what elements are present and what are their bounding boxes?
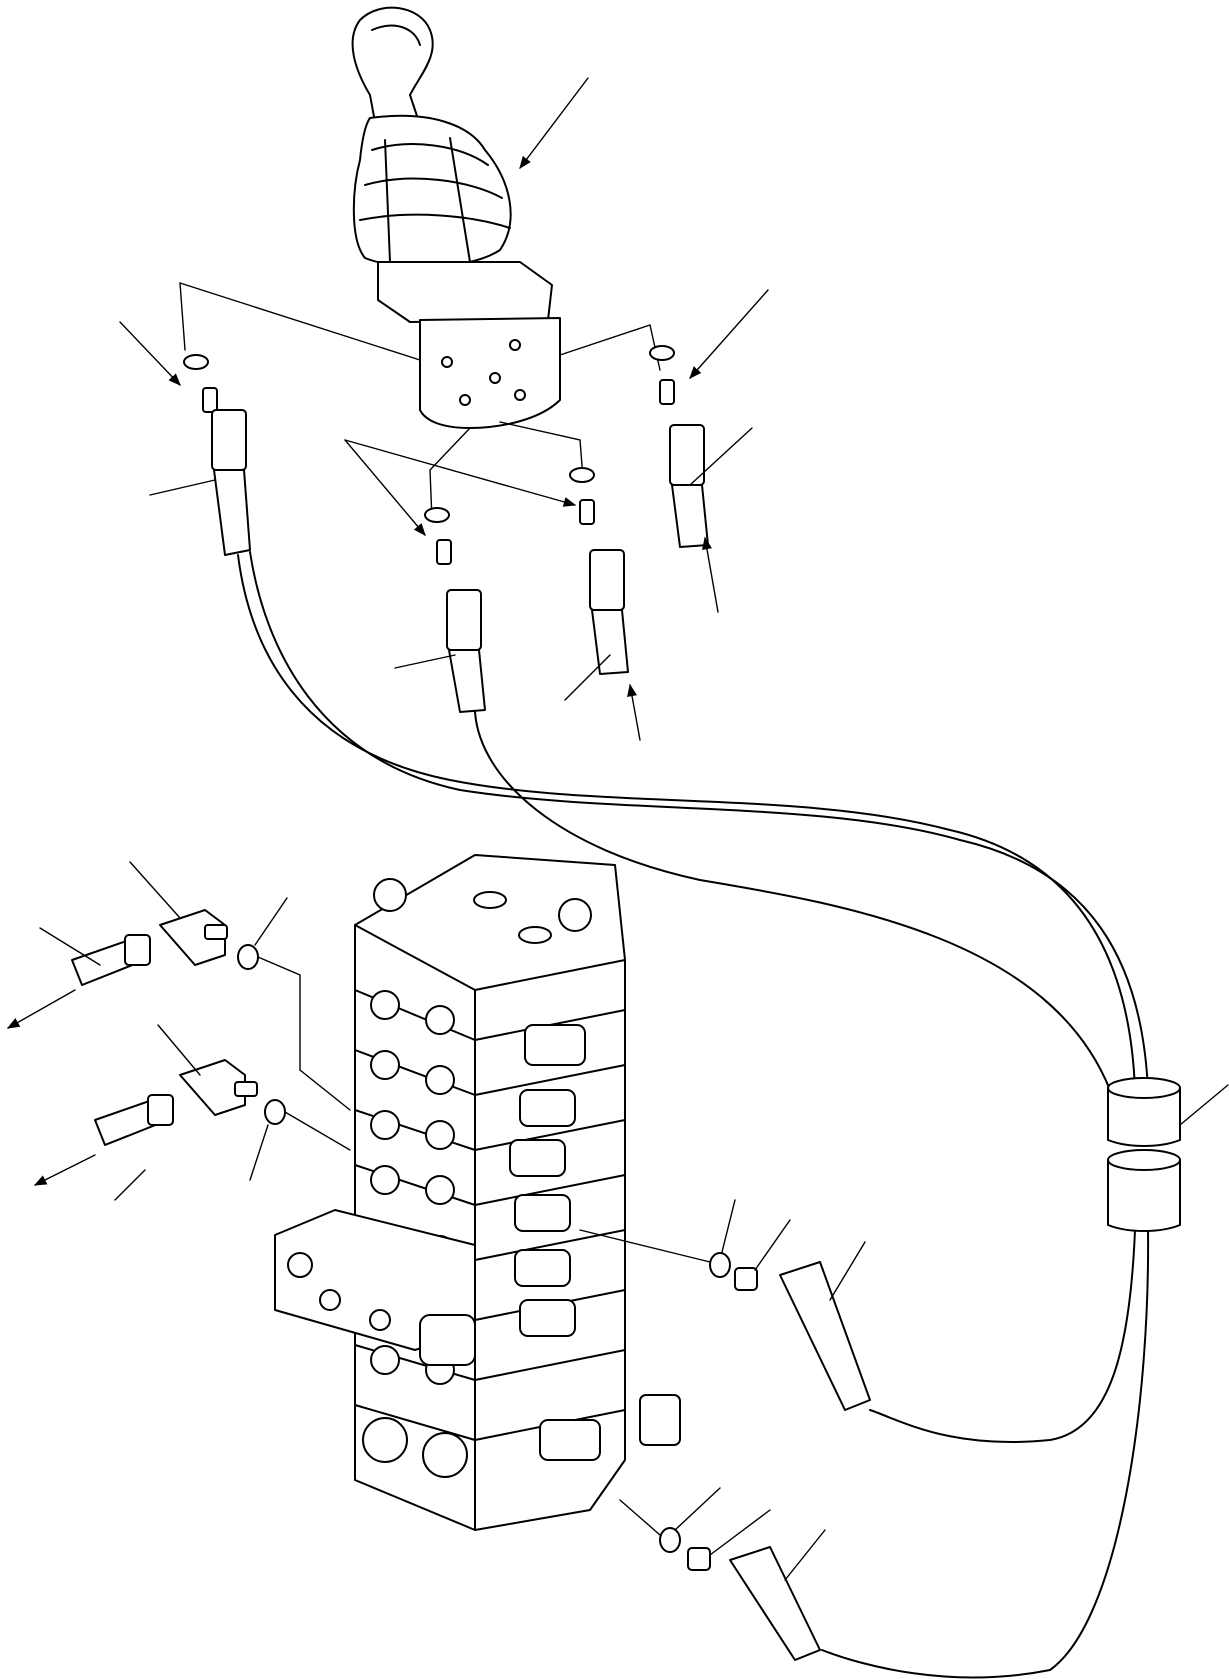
elbow-fitting-upper — [71, 909, 259, 986]
callout-leaders — [6, 77, 1229, 1581]
lower-right-fittings — [659, 1252, 871, 1661]
port-connection-lines — [257, 956, 711, 1536]
fitting-group-right — [649, 345, 709, 548]
joystick-port-lines — [179, 282, 661, 521]
joystick-icon — [351, 6, 561, 429]
fitting-group-center-left — [424, 507, 486, 713]
clamp-icon — [1107, 1077, 1181, 1232]
fitting-group-center-right — [569, 467, 629, 675]
valve-block-icon — [274, 854, 681, 1531]
fitting-group-left — [183, 354, 251, 556]
hoses — [237, 551, 1150, 1679]
elbow-fitting-lower — [94, 1059, 286, 1146]
